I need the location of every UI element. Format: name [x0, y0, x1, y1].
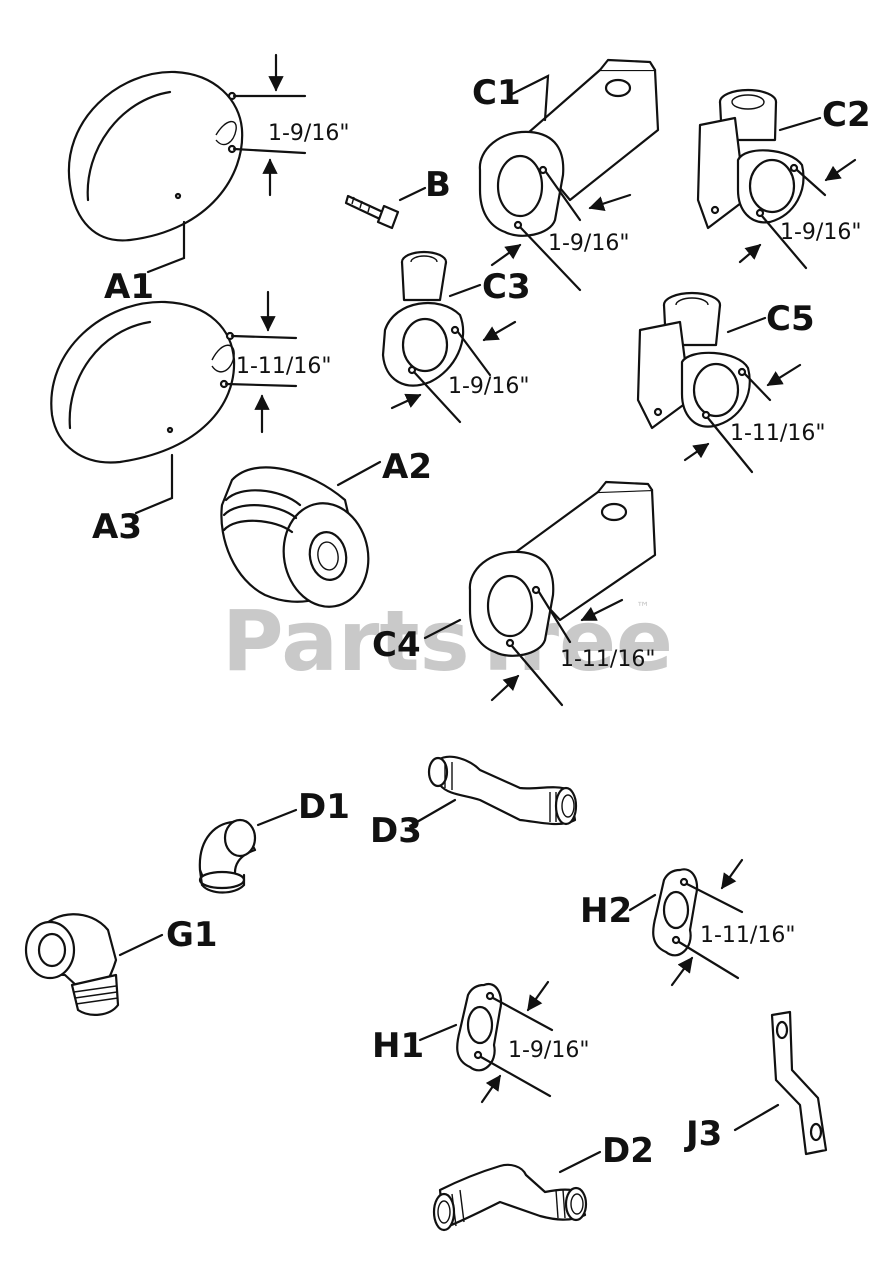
dim-h1: 1-9/16" — [508, 1038, 589, 1063]
part-b-drawing[interactable] — [344, 186, 427, 230]
label-h1: H1 — [372, 1026, 424, 1066]
part-c3-drawing[interactable] — [381, 250, 517, 424]
label-c1: C1 — [472, 73, 521, 113]
label-a1: A1 — [104, 267, 154, 307]
part-j3-drawing[interactable] — [733, 1010, 828, 1156]
part-d3-drawing[interactable] — [408, 755, 578, 828]
part-h1-drawing[interactable] — [418, 980, 554, 1104]
part-h2-drawing[interactable] — [628, 858, 744, 987]
label-h2: H2 — [580, 891, 632, 931]
dim-c1: 1-9/16" — [548, 231, 629, 256]
dim-c5: 1-11/16" — [730, 421, 825, 446]
label-d2: D2 — [602, 1131, 654, 1171]
label-d3: D3 — [370, 811, 422, 851]
label-c2: C2 — [822, 95, 871, 135]
watermark-trademark: ™ — [636, 600, 650, 616]
part-a3-drawing[interactable] — [50, 290, 298, 515]
part-d1-drawing[interactable] — [198, 808, 298, 894]
part-a1-drawing[interactable] — [67, 53, 307, 274]
dim-a1: 1-9/16" — [268, 121, 349, 146]
part-c1-drawing[interactable] — [478, 58, 660, 292]
label-g1: G1 — [166, 915, 218, 955]
part-c4-drawing[interactable] — [423, 480, 657, 707]
label-a3: A3 — [92, 507, 142, 547]
part-d2-drawing[interactable] — [432, 1150, 602, 1232]
label-c3: C3 — [482, 267, 531, 307]
label-b: B — [425, 165, 451, 205]
dim-c3: 1-9/16" — [448, 374, 529, 399]
watermark: PartsTree — [222, 592, 673, 690]
dim-h2: 1-11/16" — [700, 923, 795, 948]
label-j3: J3 — [684, 1114, 722, 1154]
label-c4: C4 — [372, 625, 421, 665]
part-c2-drawing[interactable] — [696, 88, 857, 270]
dim-c4: 1-11/16" — [560, 647, 655, 672]
label-c5: C5 — [766, 299, 815, 339]
dim-a3: 1-11/16" — [236, 354, 331, 379]
label-d1: D1 — [298, 787, 350, 827]
label-a2: A2 — [382, 447, 432, 487]
part-g1-drawing[interactable] — [24, 913, 164, 1016]
part-c5-drawing[interactable] — [636, 291, 802, 474]
dim-c2: 1-9/16" — [780, 220, 861, 245]
part-a2-drawing[interactable] — [220, 460, 382, 614]
